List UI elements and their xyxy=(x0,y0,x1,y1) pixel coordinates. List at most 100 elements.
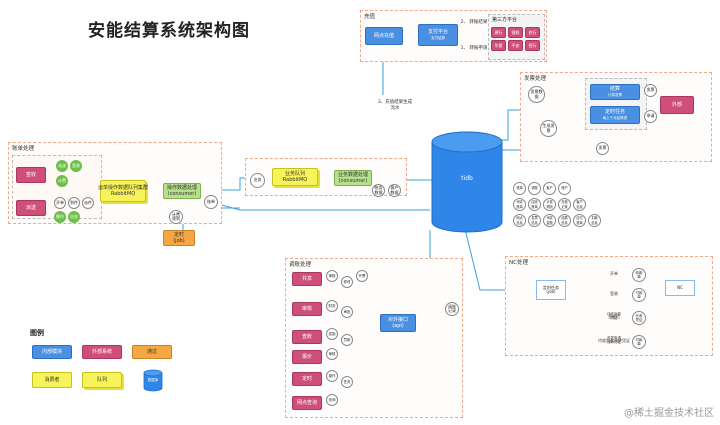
watermark: @稀土掘金技术社区 xyxy=(624,408,714,419)
legend-title: 图例 xyxy=(30,329,44,337)
nc-mid-label: 代收返款 凭证 xyxy=(607,312,621,320)
billing-circle: 派件 xyxy=(82,197,94,209)
thirdparty-item: 农行 xyxy=(525,27,540,38)
invoice-calc-label: 结算 xyxy=(609,86,620,92)
invoice-calc-sub: 计算发票 xyxy=(608,93,622,97)
billing-circle: 开单 xyxy=(54,197,66,209)
db-side-circle: 扣款 信息 xyxy=(588,214,601,227)
nc-group-label: NC处理 xyxy=(509,260,528,266)
nc-timer-box: 定时任务 (job) xyxy=(536,280,566,300)
diagram-title: 安能结算系统架构图 xyxy=(88,21,250,41)
billing-circle: 到件 xyxy=(68,197,80,209)
pay-platform-label: 支付平台 xyxy=(427,29,448,35)
nc-circle: 收款 单 xyxy=(632,268,646,282)
thirdparty-item: 华夏 xyxy=(491,40,506,51)
billing-circle: 派送 xyxy=(56,160,68,172)
invoice-data-circle: 发票数据 xyxy=(528,86,545,103)
billing-account-circle: 账单 xyxy=(204,195,218,209)
reconcile-row-circle: 任务 xyxy=(341,376,353,388)
waybill-box: 签收 xyxy=(16,167,46,183)
reconcile-item-box: 报价 xyxy=(292,350,322,364)
invoice-timer-box: 定时任务 每上个月结算表 xyxy=(590,106,640,124)
reconcile-row-circle: 审核 xyxy=(326,348,338,360)
reconcile-row-circle: 奖励 xyxy=(326,328,338,340)
reconcile-item-box: 审核 xyxy=(292,302,322,316)
reconcile-record-circle: 调账 记录 xyxy=(445,302,459,316)
note-transfer-result: 2、 转账结果 xyxy=(460,20,488,25)
online-recharge-box: 网点充值 xyxy=(365,27,403,45)
reconcile-item-box: 共享 xyxy=(292,272,322,286)
legend-consumer: 消费者 xyxy=(32,372,72,388)
db-side-circle: 客户 信息 xyxy=(573,198,586,211)
recharge-group-label: 充值 xyxy=(364,14,376,20)
consumer-box: 操作数据处理 (consumer) xyxy=(163,183,201,199)
thirdparty-item: 银联 xyxy=(508,27,523,38)
reconcile-row-circle: 财务 xyxy=(326,300,338,312)
reconcile-group-label: 调账处理 xyxy=(289,262,312,268)
nc-label: 签收 xyxy=(610,291,618,296)
dispatch-box: 派送 xyxy=(16,200,46,216)
invoice-timer-label: 定时任务 xyxy=(604,109,625,115)
reconcile-row-circle: 修改 xyxy=(341,276,353,288)
db-side-circle: 客户 xyxy=(543,182,556,195)
thirdparty-item: 建行 xyxy=(491,27,506,38)
db-side-circle: 结算 信息 xyxy=(558,214,571,227)
db-side-circle: 账户 xyxy=(558,182,571,195)
pay-platform-sub: 支付结算 xyxy=(431,36,445,40)
invoice-external-box: 外部 xyxy=(660,96,694,114)
reconcile-api-box: 对外接口 (api) xyxy=(380,314,416,332)
billing-circle: 出仓 xyxy=(68,211,80,223)
reconcile-item-box: 网点查询 xyxy=(292,396,322,410)
database-label: tidb xyxy=(461,175,473,182)
reconcile-row-circle: 审核 xyxy=(326,270,338,282)
invoice-send-circle: 发票 xyxy=(596,142,609,155)
reconcile-row-circle: 审批 xyxy=(341,306,353,318)
db-side-circle: 应收 账单 xyxy=(528,198,541,211)
nc-target-box: NC xyxy=(665,280,695,296)
customer-data-circle: 客户 数据 xyxy=(388,184,401,197)
invoice-update-circle: 发票 xyxy=(644,84,657,97)
thirdparty-label: 第三方平台 xyxy=(492,17,518,23)
thirdparty-item: 平安 xyxy=(508,40,523,51)
reconcile-row-circle: 查询 xyxy=(326,394,338,406)
billing-group-label: 账单处理 xyxy=(12,146,35,152)
note-recharge-sync: 3、充值结果生成 流水 xyxy=(377,100,413,111)
invoice-timer-sub: 每上个月结算表 xyxy=(602,116,628,120)
nc-label: 代收货款流转凭证 xyxy=(598,338,630,343)
billing-circle: 签收 xyxy=(70,160,82,172)
business-queue-box: 业务队列 RabbitMQ xyxy=(272,168,318,186)
billing-timer-box: 定时 (job) xyxy=(163,230,195,246)
nc-group: NC处理 xyxy=(505,256,713,356)
legend-queue: 队列 xyxy=(82,372,122,388)
account-data-circle: 账务 数据 xyxy=(372,184,385,197)
nc-label: 签收后 xyxy=(608,314,620,319)
invoice-apply-circle: 申请 xyxy=(644,110,657,123)
reconcile-item-box: 定时 xyxy=(292,372,322,386)
nc-label: 开单 xyxy=(610,271,618,276)
business-handler-box: 业务数据处理 (consumer) xyxy=(334,170,372,186)
billing-circle: 操作 xyxy=(54,211,66,223)
db-side-circle: 网点 信息 xyxy=(513,214,526,227)
invoice-group-label: 发票处理 xyxy=(524,76,547,82)
note-transfer-apply: 1、 转账申请 xyxy=(460,46,488,51)
reconcile-row-circle: 操作 xyxy=(326,370,338,382)
db-side-circle: 发票 信息 xyxy=(528,214,541,227)
db-side-circle: 充值 记录 xyxy=(558,198,571,211)
invoice-generate-circle: 生成发票 xyxy=(540,120,557,137)
billing-fee-circle: 计费 规则 xyxy=(169,210,183,224)
legend-external: 外部系统 xyxy=(82,345,122,359)
billing-circle: 计费 xyxy=(56,175,68,187)
mq-cluster-box: 运单操作数据队列集群 RabbitMQ xyxy=(98,180,148,202)
db-side-circle: 应付 账单 xyxy=(573,214,586,227)
db-side-circle: 账单 xyxy=(513,182,526,195)
invoice-calc-box: 结算 计算发票 xyxy=(590,84,640,100)
nc-circle: 代收 凭证 xyxy=(632,311,646,325)
db-side-circle: 代收 账单 xyxy=(513,198,526,211)
reconcile-row-circle: 罚款 xyxy=(341,334,353,346)
db-side-circle: 调账 xyxy=(528,182,541,195)
legend-orange: 通过 xyxy=(132,345,172,359)
business-circle: 业务 xyxy=(250,173,265,188)
